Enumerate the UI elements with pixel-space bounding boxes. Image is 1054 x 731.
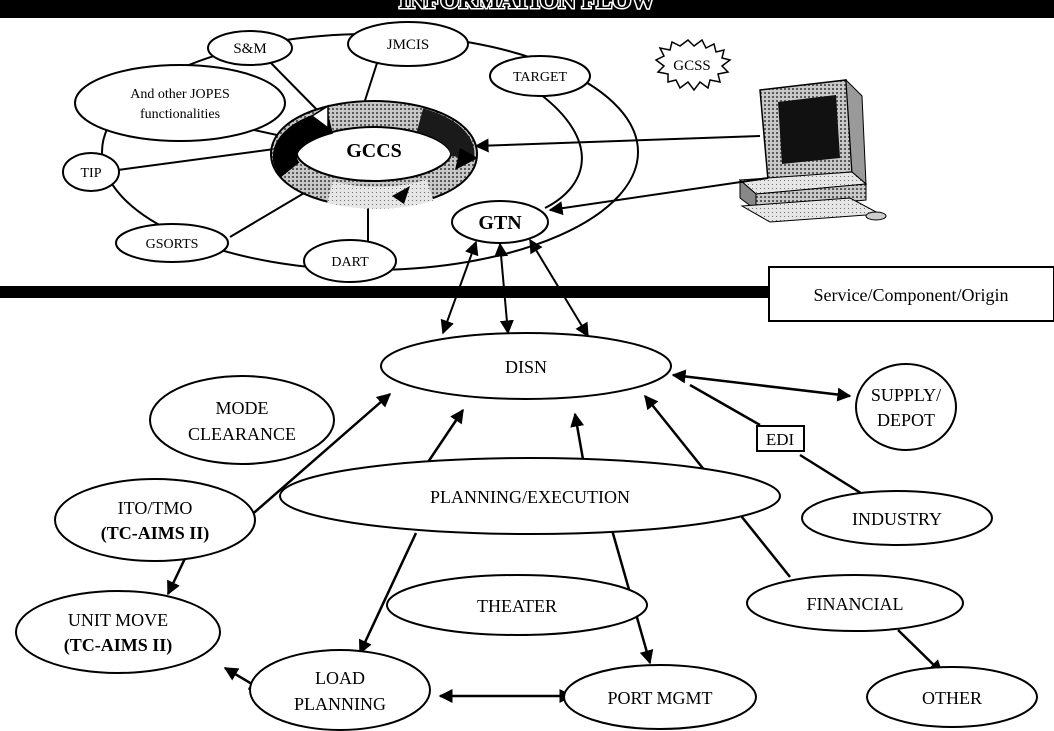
node-mode-clearance: MODE CLEARANCE bbox=[149, 375, 335, 465]
node-gcss: GCSS bbox=[654, 38, 732, 92]
node-financial: FINANCIAL bbox=[746, 574, 964, 632]
computer-icon bbox=[738, 78, 887, 223]
node-gsorts: GSORTS bbox=[115, 223, 229, 263]
svg-text:And other JOPES: And other JOPES bbox=[130, 87, 230, 102]
svg-text:SUPPLY/: SUPPLY/ bbox=[871, 385, 941, 405]
node-other: OTHER bbox=[866, 666, 1038, 728]
divider-band bbox=[0, 286, 769, 298]
node-unit-move: UNIT MOVE (TC-AIMS II) bbox=[15, 590, 221, 674]
svg-text:UNIT MOVE: UNIT MOVE bbox=[68, 610, 168, 630]
svg-text:FINANCIAL: FINANCIAL bbox=[807, 594, 904, 614]
node-supply-depot: SUPPLY/ DEPOT bbox=[855, 363, 957, 451]
svg-text:EDI: EDI bbox=[766, 430, 795, 449]
svg-text:functionalities: functionalities bbox=[140, 107, 220, 122]
svg-text:PORT MGMT: PORT MGMT bbox=[607, 688, 712, 708]
node-theater: THEATER bbox=[386, 574, 648, 636]
svg-text:PLANNING/EXECUTION: PLANNING/EXECUTION bbox=[430, 487, 630, 507]
gtn-disn-arrows bbox=[440, 238, 589, 338]
svg-text:OTHER: OTHER bbox=[922, 688, 982, 708]
svg-text:DART: DART bbox=[331, 255, 369, 270]
node-sm: S&M bbox=[207, 30, 293, 66]
node-dart: DART bbox=[303, 239, 397, 283]
computer-to-gccs-arrow bbox=[474, 135, 761, 153]
bottom-connectors bbox=[166, 369, 944, 703]
node-disn: DISN bbox=[380, 332, 672, 400]
target-gtn-link bbox=[539, 93, 583, 209]
node-edi: EDI bbox=[756, 425, 805, 452]
svg-text:S&M: S&M bbox=[233, 41, 266, 57]
svg-text:(TC-AIMS II): (TC-AIMS II) bbox=[64, 635, 173, 656]
svg-text:TIP: TIP bbox=[81, 166, 102, 181]
svg-text:TARGET: TARGET bbox=[513, 70, 568, 85]
svg-text:DEPOT: DEPOT bbox=[877, 410, 935, 430]
service-component-origin-box bbox=[768, 266, 1054, 322]
node-target: TARGET bbox=[489, 55, 591, 97]
node-planning-execution: PLANNING/EXECUTION bbox=[279, 457, 781, 535]
svg-text:GSORTS: GSORTS bbox=[146, 237, 199, 252]
svg-text:PLANNING: PLANNING bbox=[294, 694, 386, 714]
svg-text:LOAD: LOAD bbox=[315, 668, 365, 688]
svg-text:GCSS: GCSS bbox=[673, 58, 711, 74]
node-ito-tmo: ITO/TMO (TC-AIMS II) bbox=[54, 478, 256, 562]
service-component-origin-label: Service/Component/Origin bbox=[814, 285, 1009, 305]
node-jopes: And other JOPES functionalities bbox=[74, 64, 286, 142]
gccs-label: GCCS bbox=[346, 140, 402, 162]
node-gtn: GTN bbox=[451, 200, 549, 244]
svg-text:CLEARANCE: CLEARANCE bbox=[188, 424, 296, 444]
svg-text:(TC-AIMS II): (TC-AIMS II) bbox=[101, 523, 210, 544]
diagram-title: INFORMATION FLOW bbox=[399, 0, 655, 14]
node-load-planning: LOAD PLANNING bbox=[249, 649, 431, 731]
node-tip: TIP bbox=[62, 152, 120, 192]
node-jmcis: JMCIS bbox=[347, 21, 469, 67]
svg-text:GTN: GTN bbox=[478, 212, 522, 234]
node-industry: INDUSTRY bbox=[801, 490, 993, 546]
svg-text:THEATER: THEATER bbox=[477, 596, 557, 616]
computer-to-gtn-arrow bbox=[548, 177, 769, 216]
gccs-swirl: GCCS bbox=[270, 100, 478, 209]
svg-text:INDUSTRY: INDUSTRY bbox=[852, 509, 942, 529]
svg-text:DISN: DISN bbox=[505, 357, 547, 377]
svg-text:JMCIS: JMCIS bbox=[387, 37, 430, 53]
svg-text:ITO/TMO: ITO/TMO bbox=[118, 498, 193, 518]
header-band bbox=[0, 0, 1054, 18]
svg-text:MODE: MODE bbox=[216, 398, 269, 418]
node-port-mgmt: PORT MGMT bbox=[563, 664, 757, 730]
